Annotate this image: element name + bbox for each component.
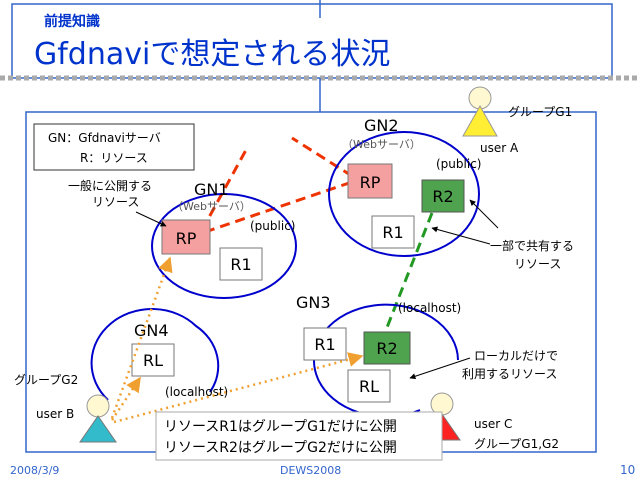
gn2-rp-box: RP (347, 163, 393, 199)
page-title: Gfdnaviで想定される状況 (34, 37, 390, 72)
gn3-r1-box: R1 (303, 327, 347, 361)
path-b-to-gn3 (113, 352, 364, 424)
gn1-circle (151, 193, 297, 299)
user-c: user C グループG1,G2 (430, 392, 559, 451)
server-gn4: GN4 (localhost) (90, 308, 228, 401)
svg-text:利用するリソース: 利用するリソース (462, 367, 557, 381)
gn1-r1-box: R1 (219, 247, 263, 281)
footer-date: 2008/3/9 (10, 464, 59, 477)
gn3-name: GN3 (296, 293, 331, 312)
gn1-sub: （Webサーバ） (172, 200, 251, 213)
svg-text:リソース: リソース (92, 195, 139, 209)
rules-box: リソースR1はグループG1だけに公開 リソースR2はグループG2だけに公開 (155, 411, 443, 461)
annotation-public: 一般に公開する リソース (68, 178, 167, 227)
user-b-label: user B (36, 407, 74, 421)
gn1-name: GN1 (194, 180, 229, 199)
gn4-circle (90, 308, 220, 401)
svg-text:R1: R1 (314, 335, 335, 354)
user-a-group: グループG1 (508, 105, 572, 119)
svg-text:一般に公開する: 一般に公開する (68, 178, 152, 193)
footer-event: DEWS2008 (280, 464, 341, 477)
gn2-r2-box: R2 (421, 179, 465, 213)
svg-text:R1: R1 (382, 223, 403, 242)
header-kicker: 前提知識 (44, 13, 100, 30)
path-b-to-gn1 (110, 256, 173, 419)
user-b-body (79, 415, 117, 443)
footer-page: 10 (620, 463, 635, 477)
rule-line2: リソースR2はグループG2だけに公開 (164, 440, 397, 456)
header: 前提知識 Gfdnaviで想定される状況 (11, 0, 613, 79)
gn3-tag: (localhost) (398, 301, 461, 315)
svg-text:RL: RL (143, 351, 163, 370)
gn1-tag: (public) (250, 219, 295, 233)
user-b-access-paths (110, 256, 364, 424)
svg-text:RP: RP (360, 173, 381, 192)
rp-link-gn2-up (291, 136, 353, 178)
user-a-body (462, 104, 498, 137)
annotation-local: ローカルだけで 利用するリソース (409, 349, 558, 381)
svg-text:R1: R1 (230, 255, 251, 274)
svg-text:一部で共有する: 一部で共有する (490, 238, 574, 253)
user-a: グループG1 user A (462, 86, 572, 155)
gn4-name: GN4 (134, 321, 169, 340)
user-b-head (86, 394, 110, 418)
footer: 2008/3/9 DEWS2008 10 (10, 463, 635, 477)
legend-box: GN：Gfdnaviサーバ R：リソース (33, 123, 195, 171)
server-gn1: GN1 （Webサーバ） (public) (151, 180, 297, 299)
svg-text:R2: R2 (432, 187, 453, 206)
user-b: グループG2 user B (14, 373, 117, 443)
rule-line1: リソースR1はグループG1だけに公開 (164, 419, 397, 435)
user-b-group: グループG2 (14, 373, 78, 387)
svg-text:リソース: リソース (514, 257, 561, 271)
user-c-group: グループG1,G2 (474, 437, 559, 451)
gn2-r1-box: R1 (371, 215, 415, 249)
public-links (200, 136, 353, 234)
gn4-rl-box: RL (131, 343, 175, 377)
gn4-tag: (localhost) (165, 385, 228, 399)
legend-line2: R：リソース (80, 151, 148, 165)
gn1-rp-box: RP (161, 219, 211, 255)
gn2-circle (328, 131, 480, 257)
gn3-r2-box: R2 (363, 331, 411, 365)
gn2-tag: (public) (436, 157, 481, 171)
gn3-rl-box: RL (347, 369, 391, 403)
rp-link-gn1-gn2 (204, 180, 353, 234)
annotation-shared: 一部で共有する リソース (431, 199, 574, 271)
svg-text:RL: RL (359, 377, 379, 396)
svg-text:ローカルだけで: ローカルだけで (474, 349, 558, 363)
user-a-label: user A (480, 141, 519, 155)
shared-link-r2 (384, 212, 434, 331)
gn2-name: GN2 (364, 116, 399, 135)
svg-text:R2: R2 (376, 339, 397, 358)
path-b-to-gn4 (110, 376, 142, 421)
server-gn2: GN2 （Webサーバ） (public) (328, 116, 481, 257)
gn2-sub: （Webサーバ） (342, 138, 421, 151)
svg-text:RP: RP (176, 229, 197, 248)
user-c-label: user C (474, 417, 512, 431)
legend-line1: GN：Gfdnaviサーバ (48, 131, 161, 145)
